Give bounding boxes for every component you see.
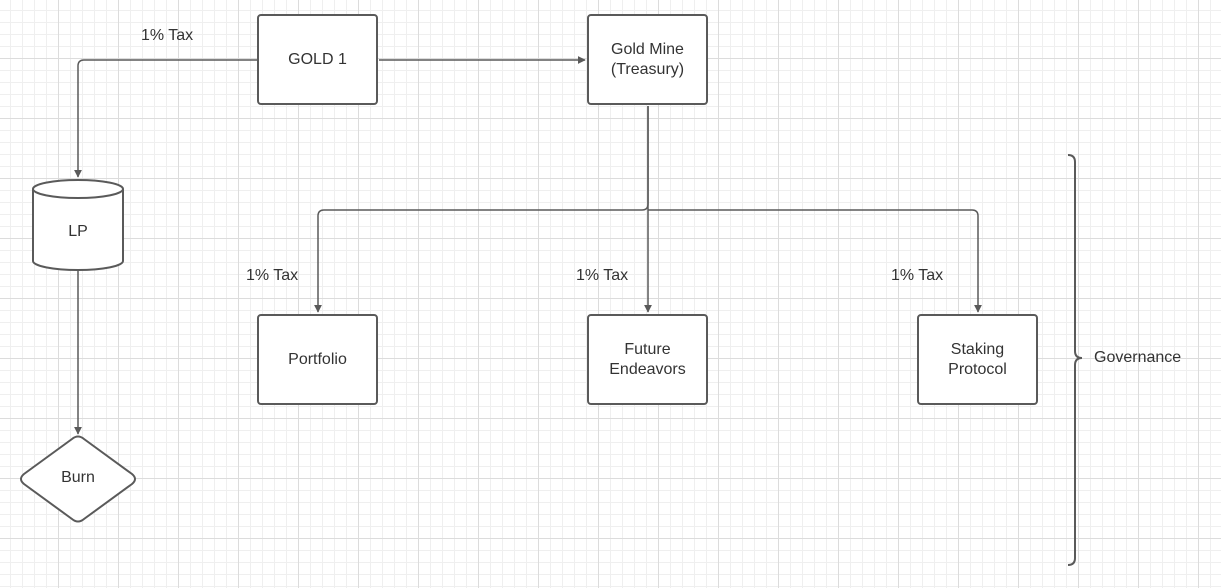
governance-brace — [1067, 154, 1083, 566]
burn-diamond[interactable] — [20, 435, 136, 523]
node-portfolio[interactable]: Portfolio — [257, 314, 378, 405]
node-burn-label: Burn — [61, 469, 95, 486]
edge-gold1-to-lp — [74, 59, 258, 178]
node-gold1[interactable]: GOLD 1 — [257, 14, 378, 105]
node-gold-mine[interactable]: Gold Mine (Treasury) — [587, 14, 708, 105]
edge-gold-mine-to-portfolio — [314, 209, 642, 313]
governance-label: Governance — [1094, 349, 1182, 366]
edge-label-to-portfolio: 1% Tax — [246, 267, 299, 284]
node-staking-protocol[interactable]: Staking Protocol — [917, 314, 1038, 405]
lp-cylinder[interactable] — [32, 179, 124, 271]
edge-gold-mine-to-staking-protocol — [648, 209, 982, 313]
node-future-endeavors[interactable]: Future Endeavors — [587, 314, 708, 405]
node-lp-label: LP — [68, 223, 88, 240]
edge-label-to-future-endeavors: 1% Tax — [576, 267, 629, 284]
edge-label-gold1-to-lp: 1% Tax — [141, 27, 194, 44]
edge-label-to-staking-protocol: 1% Tax — [891, 267, 944, 284]
edge-gold-mine-trunk — [641, 106, 649, 211]
